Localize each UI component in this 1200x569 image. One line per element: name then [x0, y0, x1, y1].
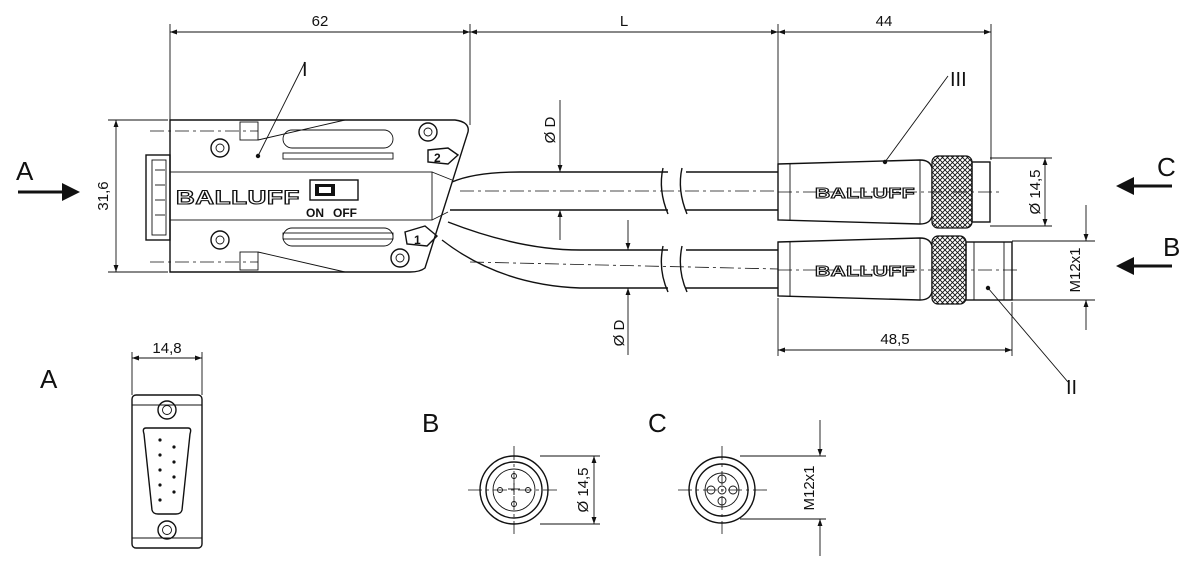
view-a-width-label: 14,8 — [152, 340, 181, 357]
length-48-5-label: 48,5 — [880, 331, 909, 348]
dimension-62: 62 — [312, 13, 329, 30]
switch-off-label: OFF — [333, 206, 357, 220]
diameter-d-upper-label: Ø D — [542, 117, 559, 144]
view-c-label: C — [648, 408, 667, 438]
view-a-label: A — [40, 364, 58, 394]
thread-m12x1-label: M12x1 — [1067, 247, 1084, 292]
port-1-arrow-icon: 1 — [404, 225, 439, 247]
view-arrow-c: C — [1116, 152, 1176, 195]
label-part-iii: III — [950, 69, 967, 91]
view-b-diameter-label: Ø 14,5 — [575, 467, 592, 512]
switch-on-label: ON — [306, 206, 324, 220]
plug-lower: BALLUFF II — [777, 235, 1077, 399]
diameter-14-5-label: Ø 14,5 — [1027, 169, 1044, 214]
top-dimensions: 62 L 44 — [169, 13, 992, 165]
port-2-label: 2 — [434, 151, 441, 165]
arrow-b-label: B — [1163, 232, 1180, 262]
thread-m12x1: M12x1 — [1012, 205, 1095, 330]
view-b-label: B — [422, 408, 439, 438]
cables — [441, 167, 779, 293]
dimension-31-6: 31,6 — [95, 181, 112, 210]
diameter-d-lower-label: Ø D — [611, 320, 628, 347]
view-c: C M12x1 — [648, 408, 826, 556]
view-a: A 14,8 — [40, 340, 203, 549]
brand-logo-plug-lower: BALLUFF — [815, 263, 915, 280]
diameter-14-5: Ø 14,5 — [990, 157, 1052, 227]
sub-d-pins — [158, 438, 176, 502]
dimension-l: L — [620, 13, 628, 30]
port-1-label: 1 — [414, 233, 421, 247]
screw-icon — [210, 122, 438, 268]
label-part-i: I — [302, 59, 308, 81]
arrow-a-label: A — [16, 156, 34, 186]
brand-logo-connector: BALLUFF — [176, 188, 300, 209]
screw-icon — [157, 400, 177, 540]
height-dimension: 31,6 — [95, 119, 168, 273]
diameter-d-upper: Ø D — [542, 100, 563, 240]
view-b: B Ø 14,5 — [422, 408, 600, 534]
view-arrow-b: B — [1116, 232, 1180, 275]
port-2-arrow-icon: 2 — [427, 147, 460, 165]
subd-connector-housing: BALLUFF ON OFF 2 1 I — [145, 59, 469, 273]
view-arrow-a: A — [16, 156, 80, 201]
termination-switch: ON OFF — [306, 179, 359, 220]
plug-upper: BALLUFF III — [777, 69, 1000, 229]
view-c-thread-label: M12x1 — [801, 465, 818, 510]
dimension-44: 44 — [876, 13, 893, 30]
arrow-c-label: C — [1157, 152, 1176, 182]
label-part-ii: II — [1066, 377, 1077, 399]
length-48-5: 48,5 — [777, 298, 1013, 356]
brand-logo-plug-upper: BALLUFF — [815, 185, 915, 202]
diameter-d-lower: Ø D — [611, 220, 631, 355]
